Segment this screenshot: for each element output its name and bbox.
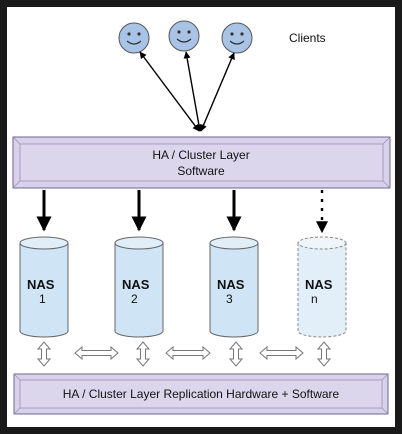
nas-2-title: NAS: [122, 277, 150, 292]
smiley-face-icon: [118, 22, 150, 54]
nas-3-id: 3: [226, 292, 233, 306]
double-arrow-icon: [228, 341, 244, 367]
ha-cluster-software-layer: HA / Cluster Layer Software: [12, 136, 391, 189]
client-face-3: [221, 22, 253, 54]
nas-cylinder-2: NAS 2: [114, 236, 164, 338]
nas-1-title: NAS: [27, 277, 55, 292]
client-link-arrow-3: [200, 52, 235, 132]
smiley-face-icon: [168, 20, 200, 52]
replication-layer-label: HA / Cluster Layer Replication Hardware …: [63, 387, 340, 401]
double-arrow-icon: [165, 345, 211, 361]
nas-cylinder-1: NAS 1: [19, 236, 69, 338]
double-arrow-icon: [36, 341, 52, 367]
double-arrow-icon: [259, 345, 304, 361]
replication-layer: HA / Cluster Layer Replication Hardware …: [13, 373, 389, 415]
nas-1-id: 1: [39, 292, 46, 306]
nas-3-title: NAS: [217, 277, 245, 292]
nas-n-id: n: [311, 292, 318, 306]
nas-2-id: 2: [131, 292, 138, 306]
double-arrow-icon: [316, 341, 332, 367]
nas-n-title: NAS: [305, 277, 333, 292]
double-arrow-icon: [135, 341, 151, 367]
client-link-arrow-2: [183, 51, 203, 132]
client-face-1: [118, 22, 150, 54]
double-arrow-icon: [74, 345, 119, 361]
ha-layer-title-line2: Software: [177, 164, 225, 178]
nas-cylinder-3: NAS 3: [209, 236, 259, 338]
diagram-frame: [7, 7, 395, 427]
client-face-2: [168, 20, 200, 52]
clients-label: Clients: [289, 31, 326, 45]
nas-cylinder-n: NAS n: [297, 236, 347, 338]
ha-layer-title-line1: HA / Cluster Layer: [152, 148, 249, 162]
smiley-face-icon: [221, 22, 253, 54]
